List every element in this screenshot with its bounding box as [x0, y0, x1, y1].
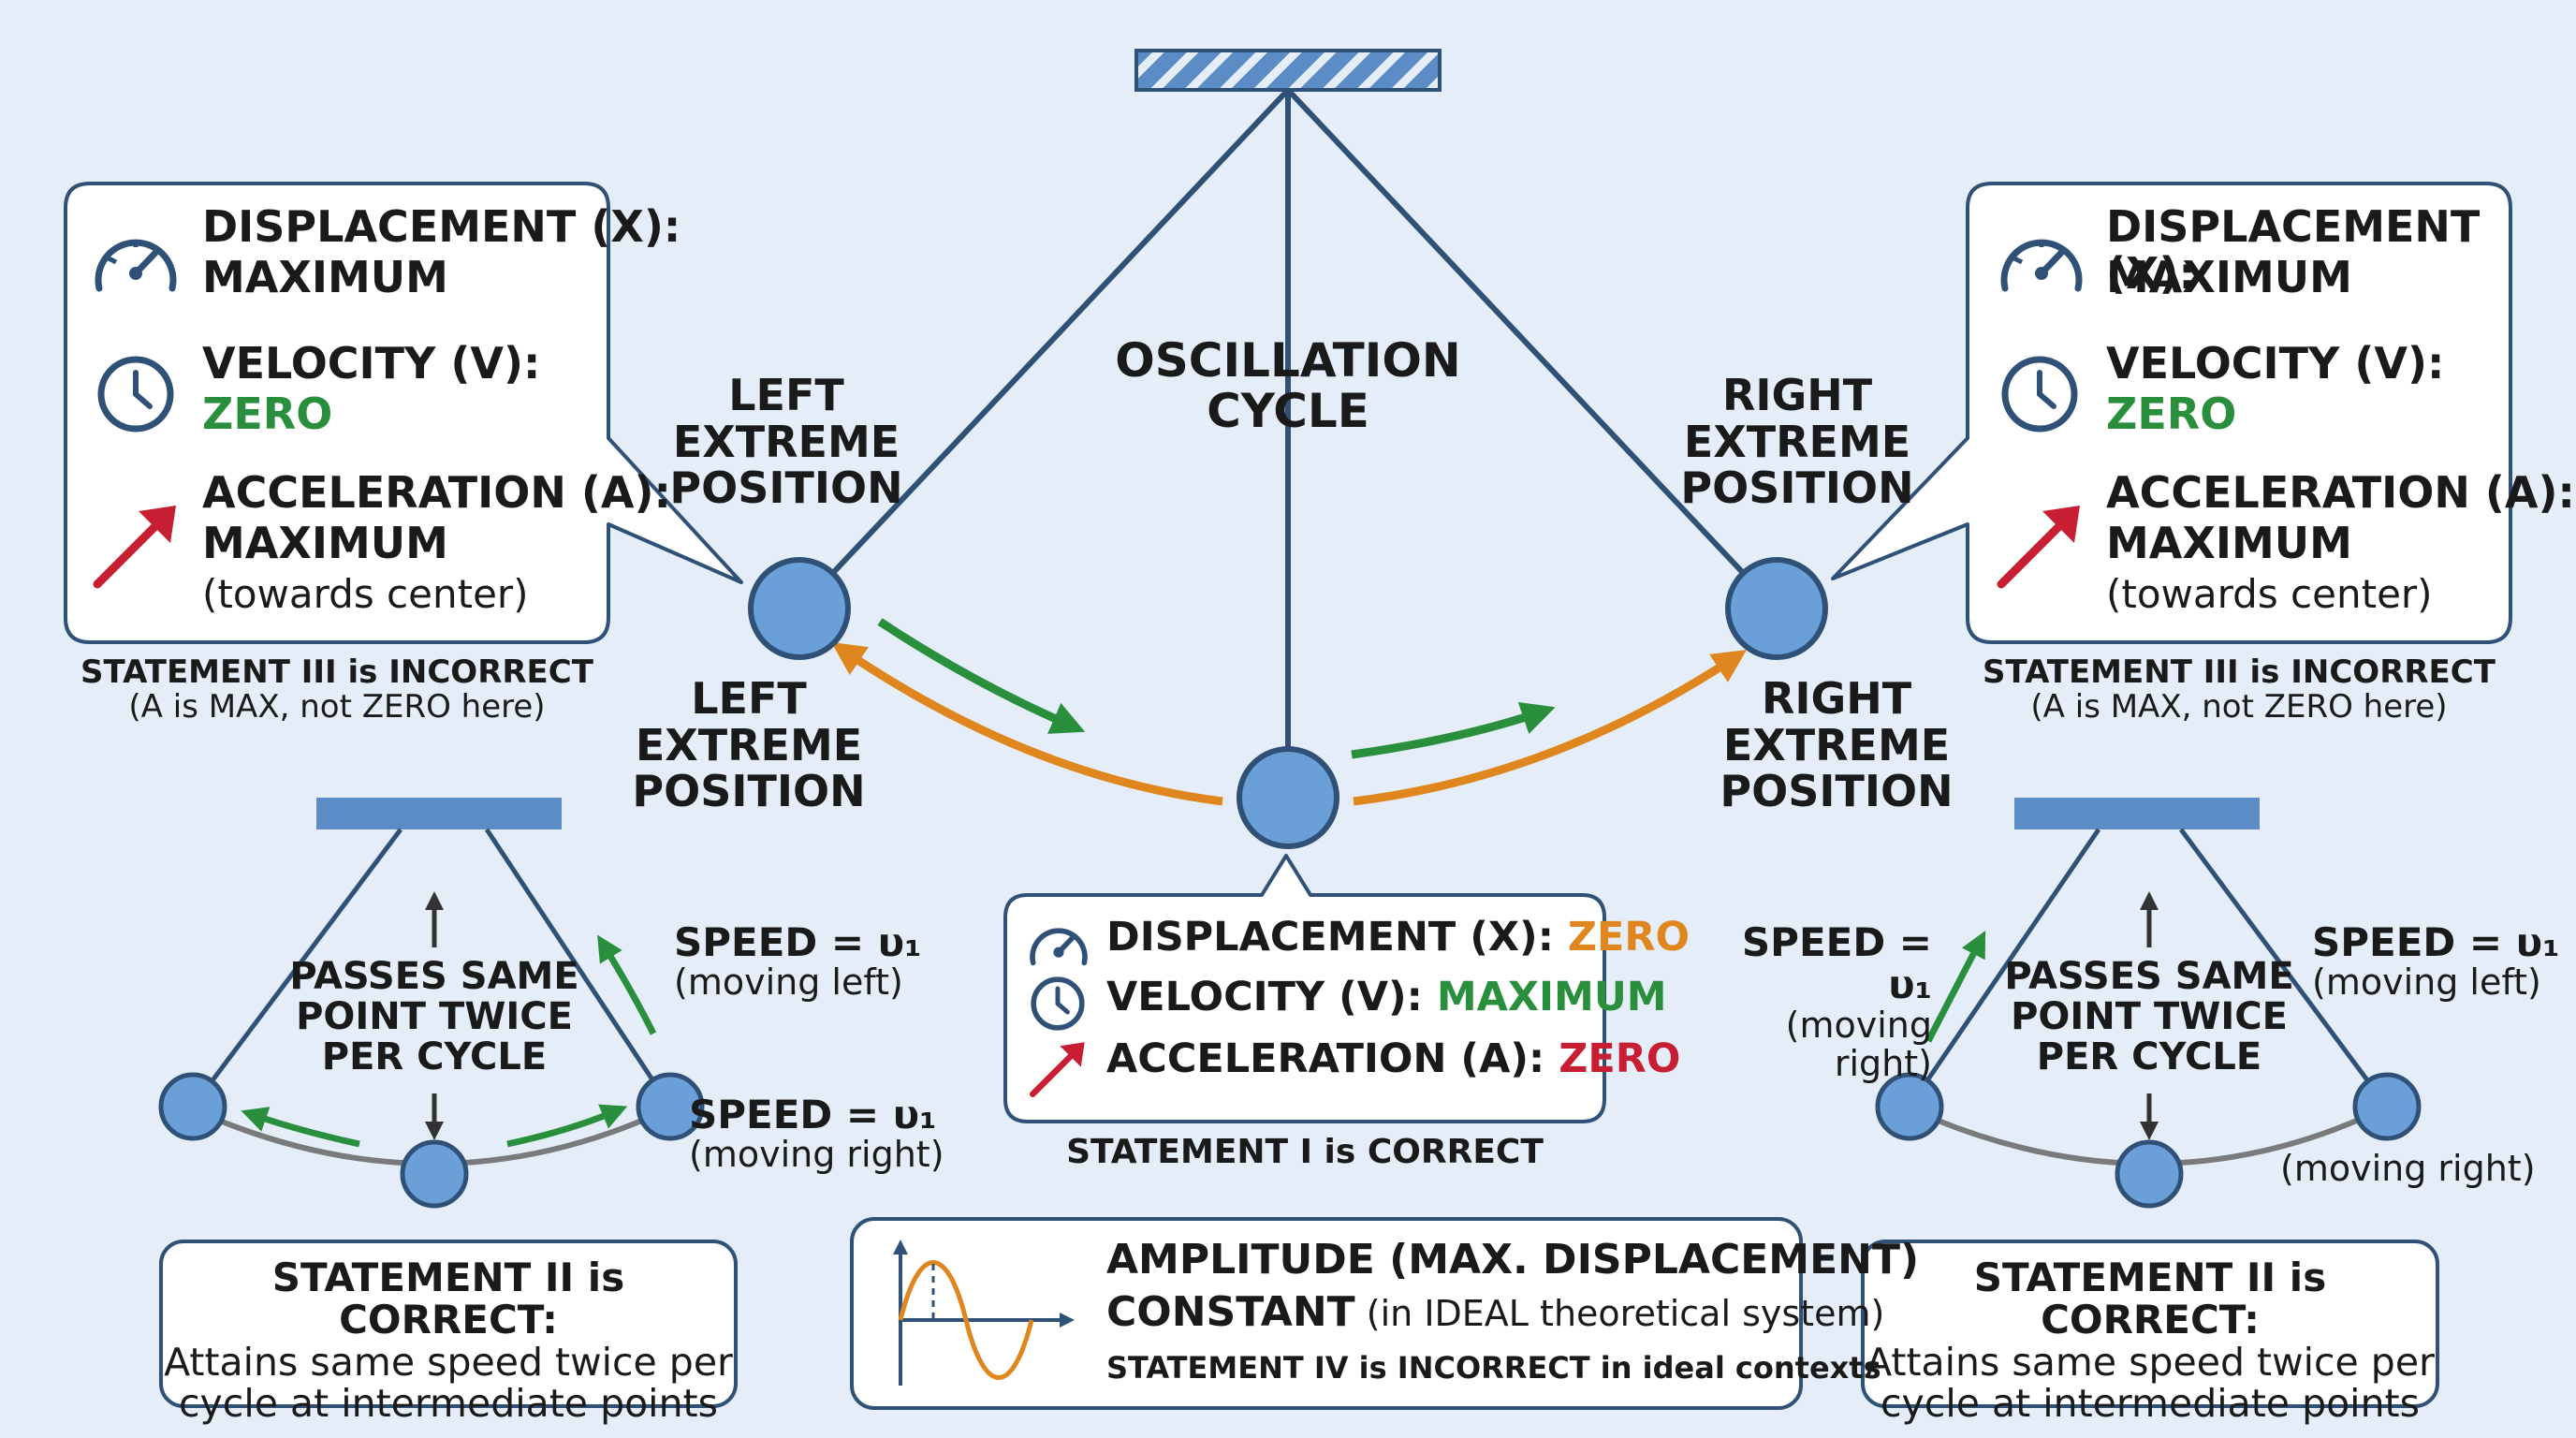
- velocity-label: VELOCITY (V):: [2106, 338, 2445, 389]
- gauge-icon: [2000, 239, 2083, 292]
- speed-label-left-1: SPEED = υ₁ (moving left): [674, 919, 922, 1004]
- velocity-label: VELOCITY (V):: [202, 338, 541, 389]
- mini-support-left: [316, 798, 562, 829]
- displacement-label: DISPLACEMENT (X):: [2106, 201, 2481, 299]
- acceleration-note: (towards center): [2106, 571, 2433, 617]
- displacement-label: DISPLACEMENT (X):: [202, 201, 681, 252]
- arrow-icon: [1997, 506, 2080, 589]
- arrow-icon: [1029, 1042, 1085, 1098]
- gauge-icon: [95, 239, 177, 292]
- velocity-value: ZERO: [202, 389, 333, 439]
- string-left: [797, 87, 1291, 611]
- bob-center: [1237, 746, 1339, 849]
- orange-arrow-left: [831, 641, 1223, 806]
- oscillation-cycle-title: OSCILLATION CYCLE: [1115, 333, 1461, 438]
- center-acceleration: ACCELERATION (A): ZERO: [1106, 1035, 1681, 1082]
- statement-ii-box-right: STATEMENT II is CORRECT: Attains same sp…: [1861, 1240, 2439, 1424]
- statement-ii-box-left: STATEMENT II is CORRECT: Attains same sp…: [159, 1240, 738, 1424]
- displacement-value: MAXIMUM: [2106, 252, 2352, 302]
- acceleration-label: ACCELERATION (A):: [202, 467, 671, 518]
- amplitude-line-1: AMPLITUDE (MAX. DISPLACEMENT): [1106, 1236, 1920, 1284]
- clock-icon: [97, 356, 174, 433]
- center-callout: [1003, 854, 1606, 1123]
- orange-arrow-right: [1353, 650, 1748, 806]
- bob-left: [748, 557, 851, 660]
- clock-icon: [1031, 976, 1085, 1031]
- right-extreme-callout: [1831, 182, 2512, 644]
- acceleration-note: (towards center): [202, 571, 529, 617]
- ceiling-support: [1134, 49, 1442, 92]
- green-arrow-left: [877, 618, 1086, 734]
- statement-iii-right: STATEMENT III is INCORRECT (A is MAX, no…: [1983, 653, 2496, 726]
- amplitude-line-3: STATEMENT IV is INCORRECT in ideal conte…: [1106, 1350, 1881, 1386]
- gauge-icon: [1030, 928, 1088, 966]
- mini-pendulum-left: [158, 798, 705, 1209]
- sine-wave-icon: [893, 1240, 1075, 1386]
- left-extreme-callout: [64, 182, 743, 644]
- arrow-icon: [93, 506, 176, 589]
- mini-pendulum-right: [1875, 798, 2422, 1209]
- center-displacement: DISPLACEMENT (X): ZERO: [1106, 914, 1690, 961]
- speed-label-right-1: SPEED = υ₁ (moving right): [1741, 919, 1932, 1084]
- statement-iii-left: STATEMENT III is INCORRECT (A is MAX, no…: [80, 653, 593, 726]
- speed-note-right-3: (moving right): [2280, 1148, 2536, 1189]
- acceleration-value: MAXIMUM: [202, 518, 448, 568]
- velocity-value: ZERO: [2106, 389, 2237, 439]
- amplitude-box: AMPLITUDE (MAX. DISPLACEMENT) CONSTANT (…: [850, 1217, 1919, 1410]
- main-pendulum: [748, 49, 1828, 849]
- green-arrow-right: [1351, 701, 1556, 759]
- speed-label-left-2: SPEED = υ₁ (moving right): [689, 1092, 944, 1176]
- amplitude-line-2: CONSTANT (in IDEAL theoretical system): [1106, 1288, 1885, 1336]
- acceleration-label: ACCELERATION (A):: [2106, 467, 2575, 518]
- center-velocity: VELOCITY (V): MAXIMUM: [1106, 974, 1667, 1020]
- bob-right: [1725, 557, 1828, 660]
- string-right: [1285, 87, 1779, 611]
- displacement-value: MAXIMUM: [202, 252, 448, 302]
- mini-support-right: [2014, 798, 2260, 829]
- statement-i-caption: STATEMENT I is CORRECT: [1066, 1133, 1544, 1171]
- acceleration-value: MAXIMUM: [2106, 518, 2352, 568]
- clock-icon: [2001, 356, 2078, 433]
- speed-label-right-2: SPEED = υ₁ (moving left): [2312, 919, 2560, 1004]
